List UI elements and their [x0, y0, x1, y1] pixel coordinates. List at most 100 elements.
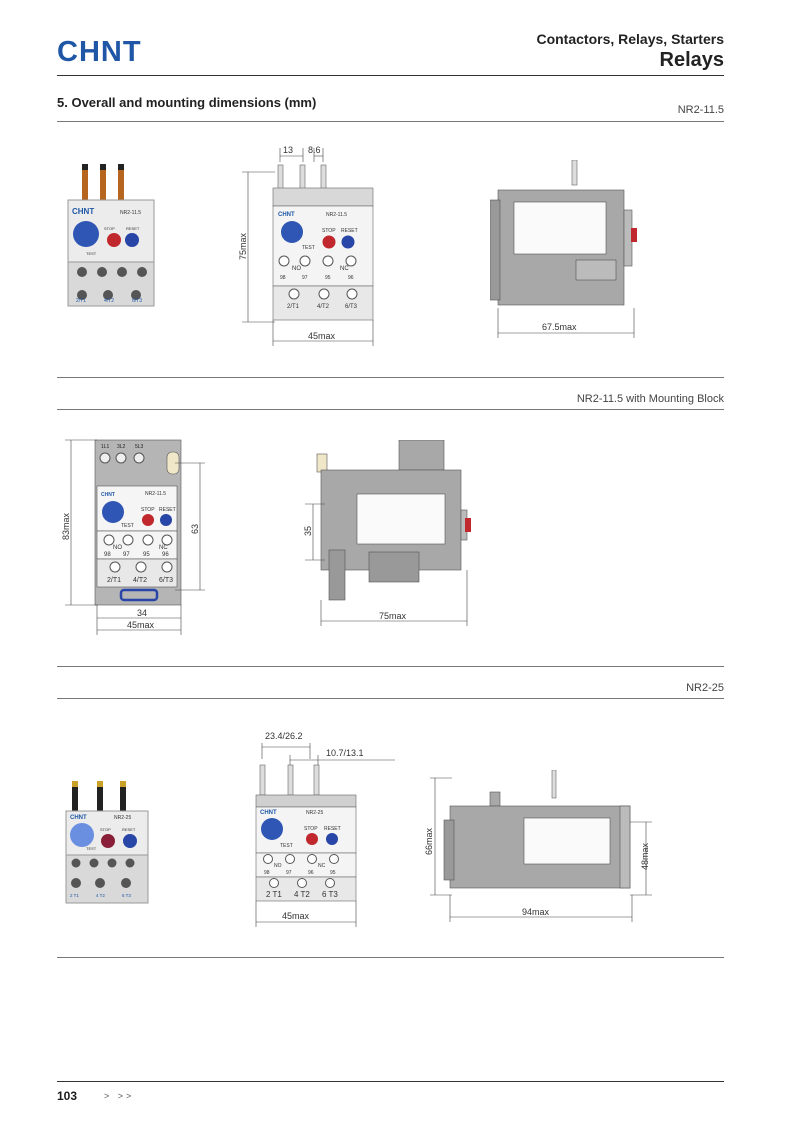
page-number: 103 — [57, 1089, 78, 1103]
front1-nc: NC — [340, 266, 349, 272]
header-rule — [57, 75, 724, 76]
nr25-front-t1: 2 T1 — [266, 890, 282, 899]
nr25-dim-width: 45max — [282, 911, 310, 921]
brand-logo: CHNT — [57, 36, 142, 68]
side-drawing-nr2-25: 66max 48max 94max — [424, 770, 652, 922]
mb-t1: 2/T1 — [107, 577, 121, 584]
mb-side-dim-depth: 75max — [379, 611, 407, 621]
photo3-reset: RESET — [122, 827, 136, 832]
dim-height: 75max — [238, 232, 248, 260]
mb-97: 97 — [123, 552, 130, 558]
mb-95: 95 — [143, 552, 150, 558]
nr25-front-97: 97 — [286, 870, 292, 876]
photo1-reset: RESET — [126, 226, 140, 231]
mb-l3: 5L3 — [135, 444, 144, 450]
model-label-3: NR2-25 — [686, 682, 724, 694]
dim-top-b: 8.6 — [308, 145, 321, 155]
front1-reset: RESET — [341, 228, 358, 234]
mb-model: NR2-11.5 — [145, 491, 166, 497]
mb-brand: CHNT — [101, 492, 115, 498]
header-title: Relays — [659, 49, 725, 71]
nr25-front-95: 95 — [330, 870, 336, 876]
photo1-t3: 6/T3 — [132, 298, 142, 304]
nr25-dim-top-a: 23.4/26.2 — [265, 731, 303, 741]
front1-t1: 2/T1 — [287, 304, 300, 310]
front1-96: 96 — [348, 275, 354, 281]
nr25-dim-top-b: 10.7/13.1 — [326, 748, 364, 758]
front1-98: 98 — [280, 275, 286, 281]
front1-model: NR2-11.5 — [326, 212, 347, 218]
nr25-front-test: TEST — [280, 843, 293, 849]
photo1-t1: 2/T1 — [76, 298, 86, 304]
mb-no: NO — [113, 545, 122, 551]
nr25-front-96: 96 — [308, 870, 314, 876]
section-title: 5. Overall and mounting dimensions (mm) — [57, 95, 317, 110]
nr25-front-brand: CHNT — [260, 810, 277, 816]
dim-top-a: 13 — [283, 145, 293, 155]
mb-96: 96 — [162, 552, 169, 558]
nr25-side-dim-height: 66max — [424, 827, 434, 855]
mb-98: 98 — [104, 552, 111, 558]
model-label-1: NR2-11.5 — [677, 104, 724, 116]
photo3-model: NR2-25 — [114, 815, 131, 821]
block-1-rule — [57, 121, 724, 122]
block-3-bottom-rule — [57, 957, 724, 958]
nr25-front-t3: 6 T3 — [322, 890, 338, 899]
relay-photo-nr2-25: CHNT NR2-25 STOP RESET TEST 2 T1 4 T2 6 … — [65, 781, 149, 904]
model-label-2: NR2-11.5 with Mounting Block — [576, 393, 724, 405]
mb-dim-inner-height: 63 — [190, 524, 200, 534]
front-drawing-nr2-25: 23.4/26.2 10.7/13.1 CHNT NR2-25 STOP RES… — [255, 731, 395, 927]
block-1-bottom-rule — [57, 377, 724, 378]
footer-rule — [57, 1081, 724, 1082]
photo3-test: TEST — [86, 846, 97, 851]
mb-dim-width: 45max — [127, 620, 155, 630]
photo1-stop: STOP — [104, 226, 115, 231]
front1-97: 97 — [302, 275, 308, 281]
block-2-rule — [57, 409, 724, 410]
front-drawing-mounting-block: 1L1 3L2 5L3 CHNT NR2-11.5 STOP RESET TES… — [61, 439, 205, 635]
block-3-rule — [57, 698, 724, 699]
page-nav[interactable]: > >> — [104, 1091, 135, 1101]
relay-photo-nr2-11-5: CHNT NR2-11.5 STOP RESET TEST 2/T1 4/T2 … — [67, 164, 155, 307]
mb-dim-height: 83max — [61, 512, 71, 540]
nr25-side-dim-inner-height: 48max — [640, 842, 650, 870]
mb-nc: NC — [159, 545, 168, 551]
mb-l2: 3L2 — [117, 444, 126, 450]
mb-reset: RESET — [159, 507, 176, 513]
front1-stop: STOP — [322, 228, 336, 234]
front1-t3: 6/T3 — [345, 304, 358, 310]
photo3-stop: STOP — [100, 827, 111, 832]
nr25-front-98: 98 — [264, 870, 270, 876]
front1-test: TEST — [302, 245, 315, 251]
side-drawing-mounting-block: 35 75max — [303, 440, 471, 626]
photo1-model: NR2-11.5 — [120, 210, 141, 216]
photo3-t1: 2 T1 — [70, 893, 79, 898]
dim-width: 45max — [308, 331, 336, 341]
dim-depth: 67.5max — [542, 322, 577, 332]
front1-no: NO — [292, 266, 301, 272]
mb-t2: 4/T2 — [133, 577, 147, 584]
nr25-front-nc: NC — [318, 863, 326, 869]
photo1-test: TEST — [86, 251, 97, 256]
mb-side-dim-height: 35 — [303, 526, 313, 536]
nr25-front-reset: RESET — [324, 826, 341, 832]
photo3-brand: CHNT — [70, 815, 87, 821]
photo1-t2: 4/T2 — [104, 298, 114, 304]
mb-stop: STOP — [141, 507, 155, 513]
mb-test: TEST — [121, 523, 134, 529]
front1-t2: 4/T2 — [317, 304, 330, 310]
photo3-t2: 4 T2 — [96, 893, 105, 898]
front-drawing-nr2-11-5: 13 8.6 CHNT NR2-11.5 STOP RESET TEST NO … — [238, 145, 374, 346]
nr25-front-t2: 4 T2 — [294, 890, 310, 899]
photo1-brand: CHNT — [72, 207, 94, 216]
side-drawing-nr2-11-5: 67.5max — [490, 160, 637, 338]
header-category: Contactors, Relays, Starters — [536, 31, 724, 47]
nr25-front-model: NR2-25 — [306, 810, 323, 816]
mb-t3: 6/T3 — [159, 577, 173, 584]
mb-l1: 1L1 — [101, 444, 110, 450]
nr25-side-dim-depth: 94max — [522, 907, 550, 917]
front1-brand: CHNT — [278, 212, 295, 218]
nr25-front-stop: STOP — [304, 826, 318, 832]
front1-95: 95 — [325, 275, 331, 281]
nr25-front-no: NO — [274, 863, 282, 869]
